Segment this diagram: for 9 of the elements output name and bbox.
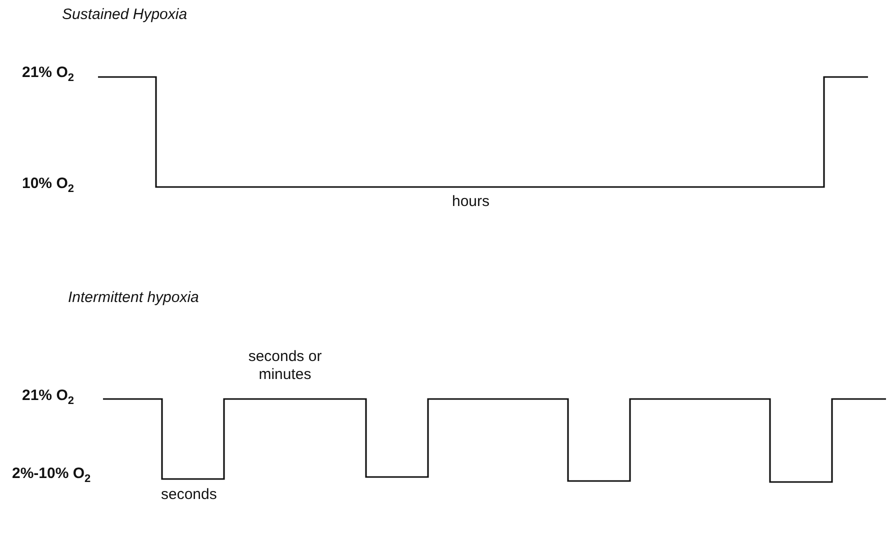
axis-level-label: 21% O$_{2}$ bbox=[22, 64, 74, 86]
axis-level-label: 10% O$_{2}$ bbox=[22, 175, 74, 197]
duration-label: hours bbox=[452, 193, 490, 211]
duration-label: seconds bbox=[161, 486, 217, 504]
panel-heading: Intermittent hypoxia bbox=[68, 289, 199, 307]
axis-level-label: 2%-10% O$_{2}$ bbox=[12, 465, 91, 487]
duration-label: seconds or minutes bbox=[247, 348, 323, 384]
panel-heading: Sustained Hypoxia bbox=[62, 6, 188, 24]
axis-level-label: 21% O$_{2}$ bbox=[22, 387, 74, 409]
